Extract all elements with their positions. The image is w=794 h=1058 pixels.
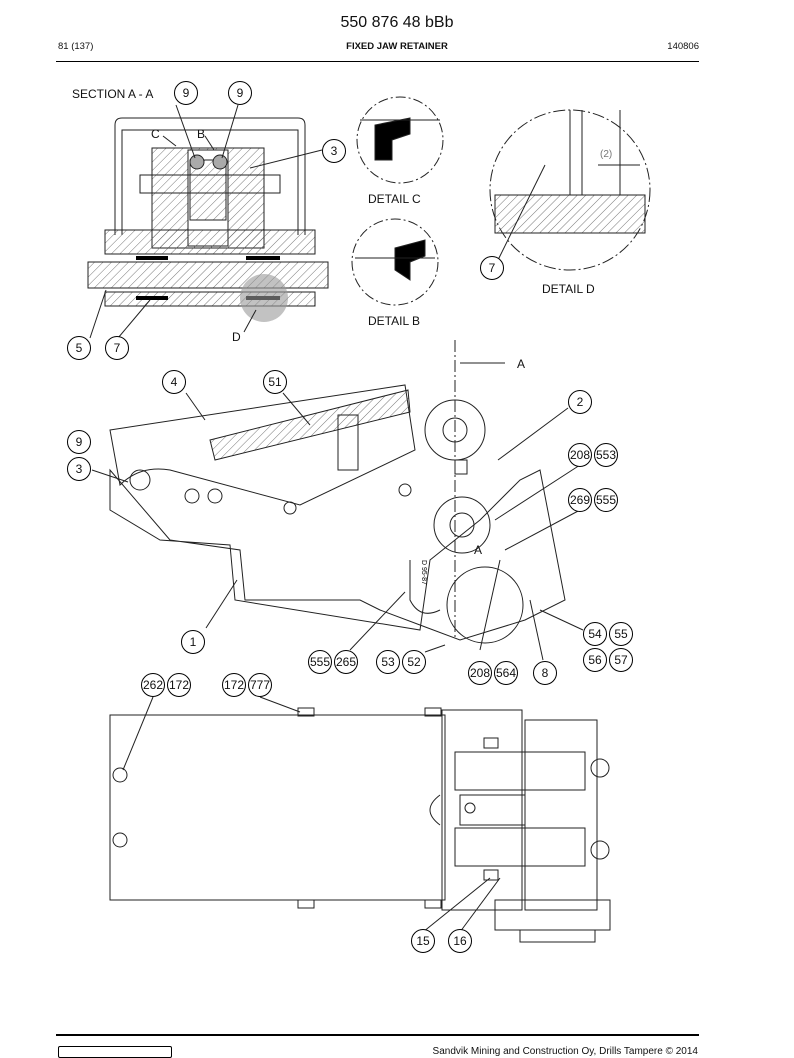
- main-assembly-view: [91, 340, 584, 661]
- callout-a: A: [474, 543, 483, 557]
- balloon-7-detail: 7: [480, 256, 504, 280]
- section-label: SECTION A - A: [72, 87, 154, 101]
- balloon-9: 9: [67, 430, 91, 454]
- balloon-56: 56: [583, 648, 607, 672]
- balloon-172-b: 172: [222, 673, 246, 697]
- bottom-view: [109, 696, 611, 943]
- balloon-15: 15: [411, 929, 435, 953]
- detail-b-view: [351, 218, 439, 306]
- document-number: 550 876 48 bBb: [340, 14, 454, 31]
- page-number: 81 (137): [58, 41, 94, 52]
- balloon-4: 4: [162, 370, 186, 394]
- balloon-5: 5: [67, 336, 91, 360]
- balloon-9-a: 9: [174, 81, 198, 105]
- dimension-label: (2): [600, 149, 613, 160]
- balloon-564: 564: [494, 661, 518, 685]
- balloon-172-a: 172: [167, 673, 191, 697]
- balloon-57: 57: [609, 648, 633, 672]
- balloon-2: 2: [568, 390, 592, 414]
- balloon-3: 3: [322, 139, 346, 163]
- balloon-8: 8: [533, 661, 557, 685]
- page-title: FIXED JAW RETAINER: [346, 41, 448, 52]
- balloon-208-b: 208: [468, 661, 492, 685]
- balloon-1: 1: [181, 630, 205, 654]
- balloon-55: 55: [609, 622, 633, 646]
- balloon-208-a: 208: [568, 443, 592, 467]
- header-rule: [56, 61, 699, 62]
- balloon-7: 7: [105, 336, 129, 360]
- detail-d-view: [489, 109, 651, 271]
- detail-b-label: DETAIL B: [368, 314, 421, 328]
- footer-rule: [56, 1034, 699, 1036]
- balloon-265: 265: [334, 650, 358, 674]
- balloon-51: 51: [263, 370, 287, 394]
- drawing-code: 140806: [667, 41, 699, 52]
- balloon-555-a: 555: [594, 488, 618, 512]
- callout-c: C: [151, 127, 160, 141]
- balloon-269: 269: [568, 488, 592, 512]
- balloon-3-main: 3: [67, 457, 91, 481]
- balloon-54: 54: [583, 622, 607, 646]
- callout-b: B: [197, 127, 206, 141]
- balloon-52: 52: [402, 650, 426, 674]
- callout-d: D: [232, 330, 241, 344]
- balloon-555-b: 555: [308, 650, 332, 674]
- detail-d-label: DETAIL D: [542, 282, 595, 296]
- balloon-16: 16: [448, 929, 472, 953]
- balloon-777: 777: [248, 673, 272, 697]
- footer-copyright: Sandvik Mining and Construction Oy, Dril…: [432, 1046, 698, 1057]
- detail-c-view: [356, 96, 444, 184]
- balloon-53: 53: [376, 650, 400, 674]
- brand-logo: [58, 1046, 172, 1058]
- balloon-553: 553: [594, 443, 618, 467]
- section-a-a-view: [87, 104, 329, 339]
- balloon-262: 262: [141, 673, 165, 697]
- section-arrow-label: A: [517, 357, 526, 371]
- balloon-9-b: 9: [228, 81, 252, 105]
- part-stamp: D 95-87: [420, 560, 427, 585]
- detail-c-label: DETAIL C: [368, 192, 421, 206]
